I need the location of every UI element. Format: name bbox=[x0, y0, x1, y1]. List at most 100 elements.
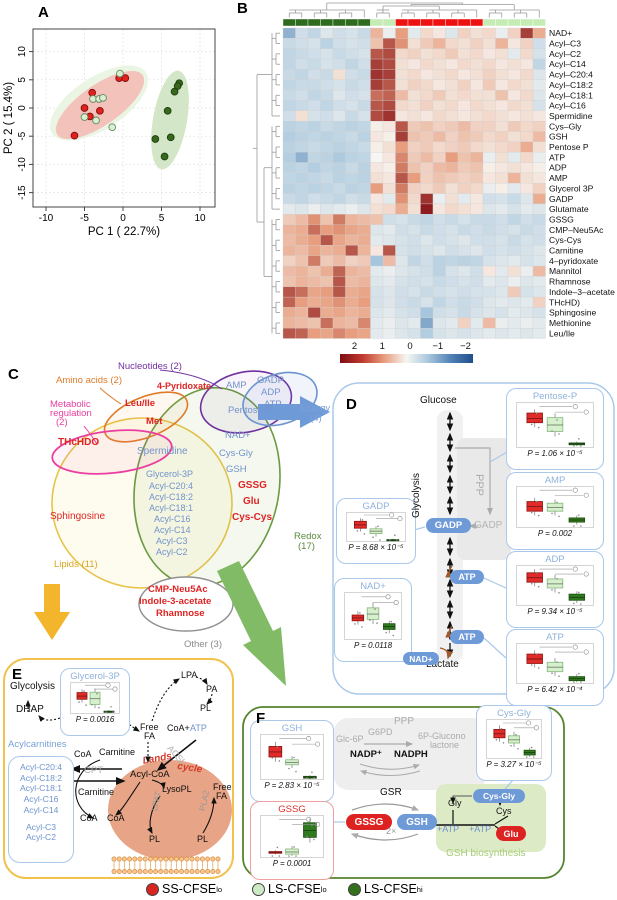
boxplot-p-value: P = 0.0001 bbox=[272, 859, 312, 868]
legend-sup: lo bbox=[216, 884, 223, 894]
svg-text:ATP: ATP bbox=[549, 152, 565, 162]
e-free-2: Free bbox=[213, 782, 232, 792]
acylcarnitine-item: Acyl-C14 bbox=[23, 804, 59, 815]
panel-label-a: A bbox=[38, 4, 49, 21]
panel-d-border bbox=[332, 382, 615, 695]
f-atp-2: +ATP bbox=[469, 824, 492, 834]
boxplot-title: GADP bbox=[362, 501, 390, 512]
venn-label-amino-acids: Amino acids (2) bbox=[56, 375, 122, 386]
acylcarnitine-item: Acyl-C20:4 bbox=[19, 762, 63, 772]
f-gly: Gly bbox=[448, 798, 462, 808]
svg-text:Acyl–C18:1: Acyl–C18:1 bbox=[549, 90, 593, 100]
arrow-c-to-d bbox=[258, 396, 330, 428]
e-pl-top: PL bbox=[200, 703, 212, 713]
svg-text:Pentose P: Pentose P bbox=[549, 142, 589, 152]
svg-text:Glutamate: Glutamate bbox=[549, 204, 589, 214]
svg-text:Carnitine: Carnitine bbox=[549, 246, 584, 256]
boxplot-title: GSH bbox=[281, 723, 303, 734]
panel-label-e: E bbox=[12, 666, 23, 683]
boxplot-card-gsh: GSH P = 2.83 × 10⁻⁵ bbox=[250, 720, 334, 802]
boxplot-title: AMP bbox=[544, 475, 566, 486]
venn-gssg: GSSG bbox=[238, 480, 267, 491]
venn-leu-ile: Leu/Ile bbox=[125, 398, 156, 409]
boxplot-title: Glycerol-3P bbox=[70, 671, 120, 682]
arrow-c-to-e bbox=[34, 584, 70, 640]
f-nadph: NADPH bbox=[394, 749, 428, 760]
panel-f-border bbox=[242, 706, 565, 879]
svg-text:Acyl–C20:4: Acyl–C20:4 bbox=[549, 70, 593, 80]
venn-acyl-c2: Acyl-C2 bbox=[156, 547, 188, 557]
e-carnitine-top: Carnitine bbox=[99, 747, 136, 757]
venn-acyl-c14: Acyl-C14 bbox=[154, 525, 191, 535]
venn-label-lipids: Lipids (11) bbox=[54, 559, 98, 570]
svg-text:Cys–Gly: Cys–Gly bbox=[549, 121, 582, 131]
venn-gsh: GSH bbox=[226, 464, 247, 475]
glu-node: Glu bbox=[496, 826, 526, 841]
e-free-1: Free bbox=[140, 722, 159, 732]
e-acylcarnitines-label: Acylcarnitines bbox=[8, 739, 67, 750]
boxplot-title: NAD+ bbox=[360, 581, 386, 592]
boxplot-p-value: P = 1.06 × 10⁻⁵ bbox=[527, 449, 583, 458]
venn-spermidine: Spermidine bbox=[137, 446, 188, 457]
atp-node-1: ATP bbox=[450, 570, 484, 584]
boxplot-p-value: P = 2.83 × 10⁻⁵ bbox=[264, 781, 320, 790]
ppp-lane bbox=[457, 438, 511, 560]
svg-text:CMP–Neu5Ac: CMP–Neu5Ac bbox=[549, 225, 604, 235]
f-6p-glucono: 6P-Glucono bbox=[418, 731, 466, 741]
svg-text:Rhamnose: Rhamnose bbox=[549, 277, 591, 287]
e-acyl-coa: Acyl-CoA bbox=[130, 769, 170, 780]
e-pl-b1: PL bbox=[149, 834, 161, 844]
svg-text:0: 0 bbox=[17, 105, 28, 111]
svg-text:Methionine: Methionine bbox=[549, 318, 591, 328]
panel-label-d: D bbox=[346, 396, 357, 413]
svg-text:GSSG: GSSG bbox=[549, 214, 574, 224]
svg-text:Cys-Cys: Cys-Cys bbox=[549, 235, 581, 245]
legend-label: SS-CFSE bbox=[162, 882, 217, 896]
venn-atp: ATP bbox=[264, 399, 282, 410]
svg-text:Acyl–C2: Acyl–C2 bbox=[549, 49, 581, 59]
svg-text:Mannitol: Mannitol bbox=[549, 266, 582, 276]
e-dhap: DHAP bbox=[16, 704, 44, 715]
svg-text:10: 10 bbox=[17, 46, 28, 58]
legend-label: LS-CFSE bbox=[268, 882, 321, 896]
e-pa: PA bbox=[206, 684, 218, 694]
venn-ellipse-lipids bbox=[51, 417, 233, 589]
e-glycolysis: Glycolysis bbox=[10, 681, 56, 692]
boxplot-title: ATP bbox=[546, 632, 564, 643]
venn-ellipse-metabolic bbox=[51, 429, 173, 475]
colorbar-tick: 1 bbox=[379, 341, 385, 352]
venn-4-pyridoxate: 4-Pyridoxate bbox=[157, 381, 212, 391]
venn-acyl-c182: Acyl-C18:2 bbox=[149, 492, 194, 502]
legend-sup: lo bbox=[320, 884, 327, 894]
boxplot-p-value: P = 0.0016 bbox=[75, 715, 115, 724]
venn-gadp: GADP bbox=[257, 375, 284, 386]
svg-text:Leu/Ile: Leu/Ile bbox=[549, 328, 575, 338]
f-glc6p: Glc-6P bbox=[336, 734, 364, 744]
row-dendrogram bbox=[253, 32, 280, 334]
svg-text:GADP: GADP bbox=[549, 194, 574, 204]
colorbar-tick: −2 bbox=[460, 341, 471, 352]
svg-text:-5: -5 bbox=[80, 213, 89, 224]
panel-label-c: C bbox=[8, 366, 19, 383]
boxplot-p-value: P = 6.42 × 10⁻⁴ bbox=[527, 685, 583, 694]
acylcarnitine-item: Acyl-C18:2 bbox=[19, 772, 63, 783]
f-nadp: NADP⁺ bbox=[350, 749, 382, 760]
svg-text:-10: -10 bbox=[39, 213, 54, 224]
venn-label-metabolic-1: Metabolic bbox=[50, 399, 91, 410]
venn-acyl-c16: Acyl-C16 bbox=[154, 514, 191, 524]
venn-thchdo: THcHDO bbox=[58, 437, 100, 448]
legend-sup: hi bbox=[416, 884, 423, 894]
gadp-node: GADP bbox=[426, 518, 471, 533]
svg-text:4–pyridoxate: 4–pyridoxate bbox=[549, 256, 598, 266]
e-lysopl: LysoPL bbox=[162, 784, 192, 794]
colorbar-tick: −1 bbox=[432, 341, 444, 352]
venn-label-energy-2: (4) bbox=[310, 413, 322, 424]
svg-text:Acyl–C14: Acyl–C14 bbox=[549, 59, 586, 69]
panel-e-border bbox=[3, 658, 234, 879]
venn-acyl-c204: Acyl-C20:4 bbox=[149, 481, 194, 491]
venn-glu: Glu bbox=[243, 496, 260, 507]
